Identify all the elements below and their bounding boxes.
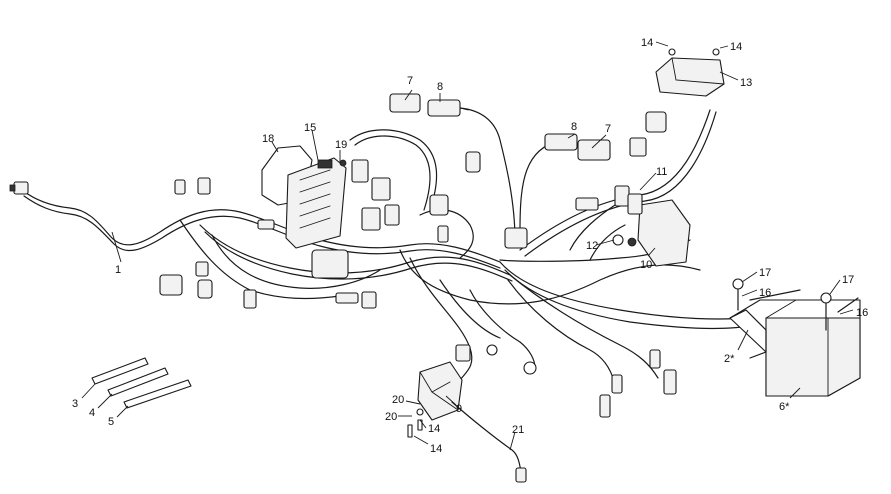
callout-2: 2* [724,353,735,365]
callout-17-left: 17 [759,267,771,279]
callout-8-right: 8 [571,121,577,133]
callout-7-left: 7 [407,75,413,87]
callout-17-right: 17 [842,274,854,286]
module-unit-top-right [645,48,725,133]
callout-13: 13 [740,77,752,89]
callout-16-left: 16 [759,287,771,299]
callout-6: 6* [779,401,790,413]
callout-labels: 1 2* 3 4 5 6* 7 8 8 7 9 10 11 12 13 14 1… [72,37,868,455]
control-unit-assembly [261,145,347,249]
callout-14-lower-bottom: 14 [430,443,442,455]
callout-15: 15 [304,122,316,134]
callout-9: 9 [456,403,462,415]
callout-1: 1 [115,264,121,276]
callout-5: 5 [108,416,114,428]
callout-14-top-left: 14 [641,37,653,49]
relay-pair-top-right [544,133,647,161]
callout-14-top-right: 14 [730,41,742,53]
relay-pair-top-left [389,93,469,117]
regulator-block [311,151,481,279]
callout-10: 10 [640,259,652,271]
callout-leaders [81,41,854,451]
callout-8-left: 8 [437,81,443,93]
callout-16-right: 16 [856,307,868,319]
left-bundle-connectors [159,177,377,309]
callout-4: 4 [89,407,95,419]
callout-18: 18 [262,133,274,145]
callout-12: 12 [586,240,598,252]
callout-20-upper: 20 [392,394,404,406]
callout-3: 3 [72,398,78,410]
cable-ties [91,357,192,409]
harness-end-connector [9,181,29,195]
callout-7-right: 7 [605,123,611,135]
relay-fuse-group [504,185,691,267]
callout-21: 21 [512,424,524,436]
callout-19: 19 [335,139,347,151]
ignition-coil-assembly [407,344,527,483]
battery-assembly [729,278,861,397]
callout-11: 11 [656,166,667,178]
callout-14-lower-upper: 14 [428,423,440,435]
lower-sensors [486,344,677,418]
callout-20-lower: 20 [385,411,397,423]
